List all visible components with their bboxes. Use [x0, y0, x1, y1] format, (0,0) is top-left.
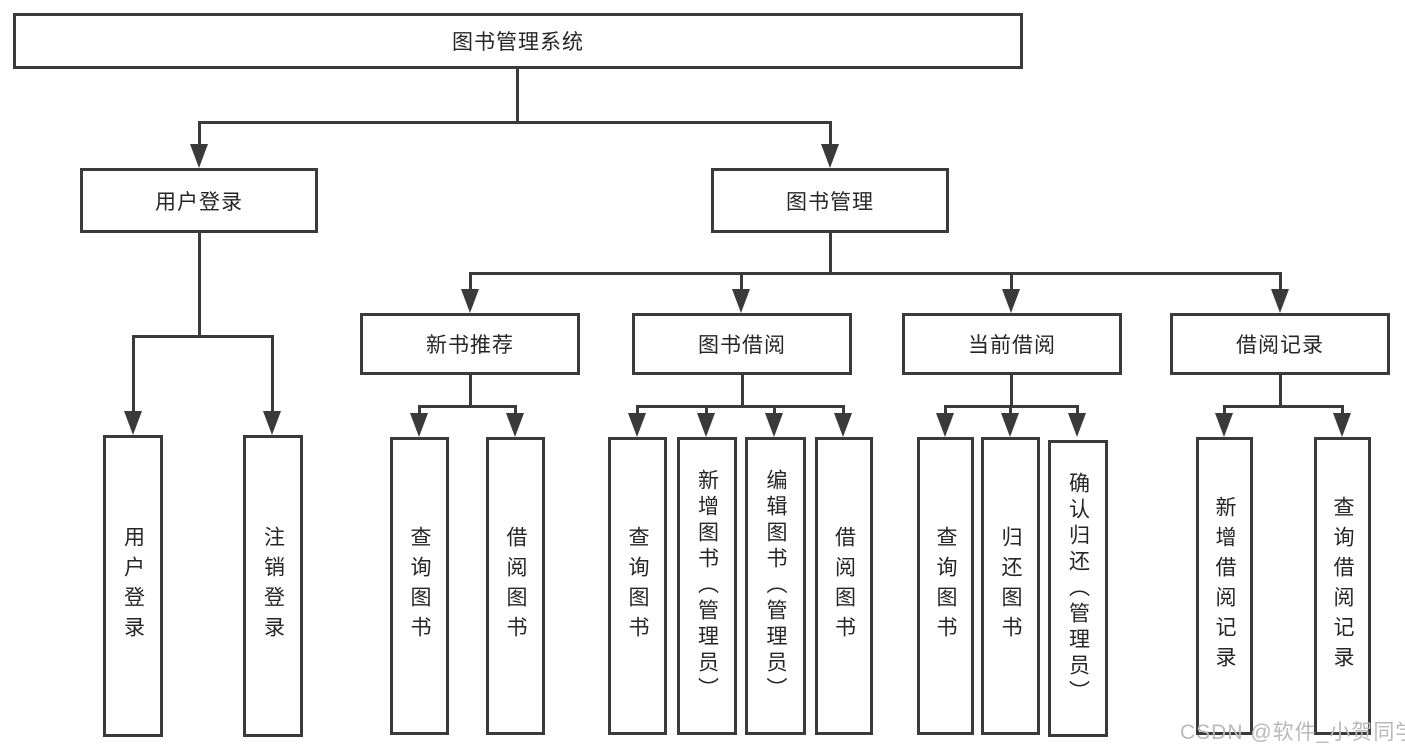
leaf-label: 归还图书	[999, 526, 1022, 646]
node-label: 用户登录	[155, 190, 243, 214]
leaf-confirm-return-admin: 确认归还（管理员）	[1048, 440, 1108, 737]
connector-arrow-icon	[628, 413, 646, 437]
node-current-borrowing: 当前借阅	[902, 313, 1122, 375]
connector-line	[705, 405, 708, 417]
leaf-query-books-1: 查询图书	[390, 437, 449, 735]
connector-arrow-icon	[1001, 413, 1019, 437]
leaf-label: 借阅图书	[832, 526, 856, 646]
leaf-borrow-books-2: 借阅图书	[815, 437, 873, 735]
connector-line	[636, 405, 639, 417]
leaf-label: 编辑图书（管理员）	[764, 469, 787, 703]
leaf-user-login: 用户登录	[103, 435, 163, 737]
connector-arrow-icon	[936, 413, 954, 437]
connector-arrow-icon	[461, 289, 479, 313]
node-new-book-recommend: 新书推荐	[360, 313, 580, 375]
node-book-borrowing: 图书借阅	[632, 313, 852, 375]
node-label: 图书管理系统	[452, 31, 584, 54]
connector-line	[1223, 405, 1343, 408]
connector-arrow-icon	[410, 413, 428, 437]
leaf-label: 查询图书	[626, 526, 649, 646]
connector-line	[132, 335, 274, 338]
leaf-label: 查询借阅记录	[1331, 496, 1354, 676]
connector-line	[514, 405, 517, 417]
leaf-label: 新增图书（管理员）	[695, 469, 719, 703]
connector-arrow-icon	[821, 144, 839, 168]
connector-arrow-icon	[506, 413, 524, 437]
leaf-logout: 注销登录	[243, 435, 303, 737]
leaf-edit-book-admin: 编辑图书（管理员）	[745, 437, 806, 735]
connector-arrow-icon	[732, 289, 750, 313]
leaf-query-borrow-record: 查询借阅记录	[1314, 437, 1371, 735]
connector-line	[1076, 405, 1079, 417]
leaf-add-borrow-record: 新增借阅记录	[1196, 437, 1253, 735]
node-library-management-system: 图书管理系统	[13, 13, 1023, 69]
connector-line	[1279, 375, 1282, 407]
connector-line	[829, 121, 832, 147]
connector-line	[1010, 272, 1013, 292]
leaf-label: 借阅图书	[504, 526, 527, 646]
connector-line	[198, 121, 201, 147]
connector-line	[198, 233, 201, 337]
connector-line	[198, 121, 832, 124]
connector-line	[842, 405, 845, 417]
connector-line	[1223, 405, 1226, 417]
node-label: 当前借阅	[968, 334, 1056, 357]
connector-arrow-icon	[1271, 289, 1289, 313]
connector-line	[1009, 405, 1012, 417]
connector-arrow-icon	[1215, 413, 1233, 437]
connector-arrow-icon	[1068, 413, 1086, 437]
leaf-label: 用户登录	[121, 526, 145, 646]
connector-line	[740, 272, 743, 292]
node-label: 新书推荐	[426, 334, 514, 357]
connector-arrow-icon	[190, 144, 208, 168]
leaf-label: 确认归还（管理员）	[1066, 471, 1090, 706]
connector-line	[1010, 375, 1013, 407]
connector-arrow-icon	[124, 411, 142, 435]
leaf-borrow-books-1: 借阅图书	[486, 437, 545, 735]
node-label: 图书管理	[786, 190, 874, 214]
connector-arrow-icon	[834, 413, 852, 437]
connector-arrow-icon	[765, 413, 783, 437]
connector-arrow-icon	[697, 413, 715, 437]
connector-line	[469, 375, 472, 407]
connector-line	[469, 272, 1282, 275]
connector-line	[132, 335, 135, 415]
connector-line	[741, 375, 744, 407]
connector-line	[944, 405, 947, 417]
connector-arrow-icon	[1333, 413, 1351, 437]
leaf-label: 注销登录	[261, 526, 285, 646]
leaf-label: 查询图书	[934, 526, 957, 646]
connector-line	[516, 69, 519, 123]
connector-line	[1279, 272, 1282, 292]
leaf-label: 新增借阅记录	[1213, 496, 1236, 676]
connector-arrow-icon	[1002, 289, 1020, 313]
leaf-query-books-3: 查询图书	[917, 437, 974, 735]
csdn-watermark: CSDN @软件_小贺同学	[1180, 721, 1405, 744]
connector-line	[418, 405, 517, 408]
connector-line	[636, 405, 845, 408]
connector-line	[418, 405, 421, 417]
connector-line	[271, 335, 274, 415]
node-borrowing-records: 借阅记录	[1170, 313, 1390, 375]
node-label: 图书借阅	[698, 334, 786, 357]
leaf-return-books: 归还图书	[981, 437, 1040, 735]
connector-line	[829, 233, 832, 274]
connector-arrow-icon	[263, 411, 281, 435]
node-book-management: 图书管理	[711, 168, 949, 233]
leaf-query-books-2: 查询图书	[608, 437, 667, 735]
leaf-add-book-admin: 新增图书（管理员）	[677, 437, 737, 735]
node-label: 借阅记录	[1236, 334, 1324, 357]
connector-line	[1341, 405, 1344, 417]
node-user-login: 用户登录	[80, 168, 318, 233]
leaf-label: 查询图书	[408, 526, 431, 646]
connector-line	[773, 405, 776, 417]
connector-line	[469, 272, 472, 292]
